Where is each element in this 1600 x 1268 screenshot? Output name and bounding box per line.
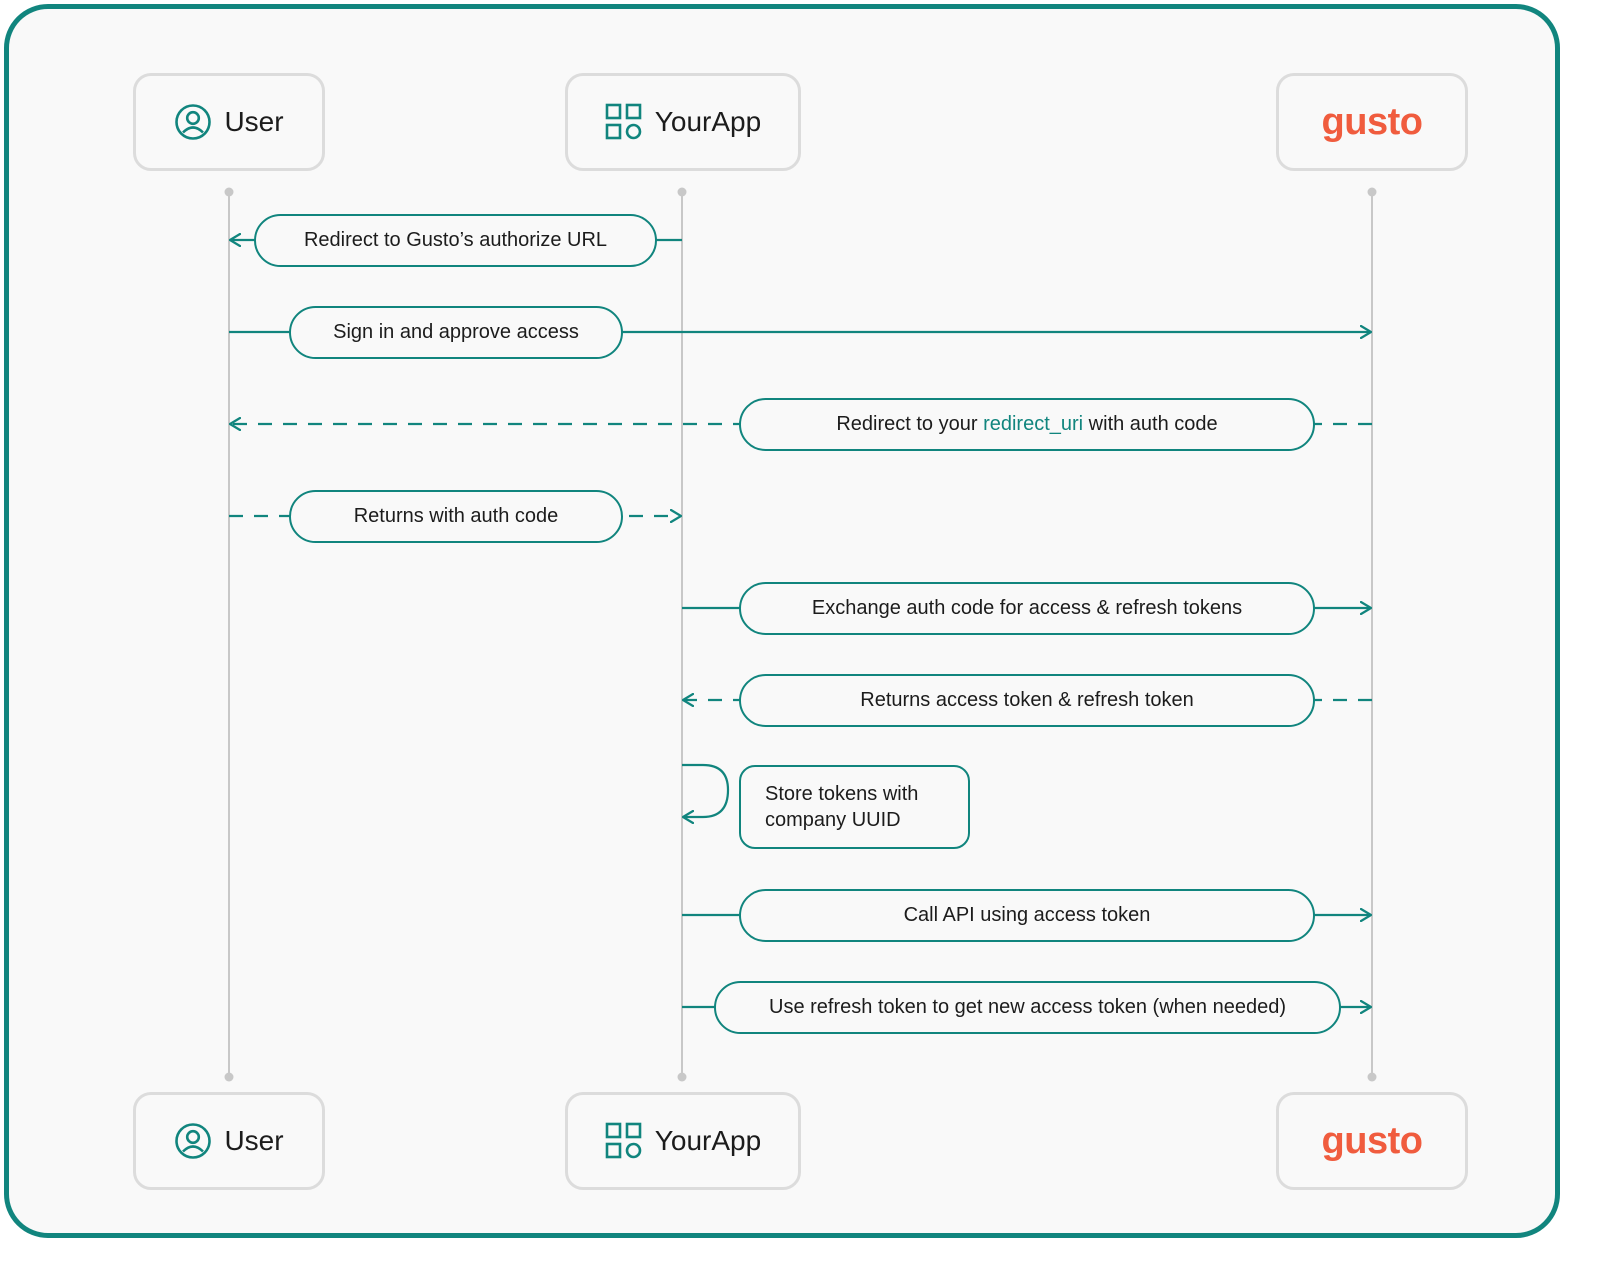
redirect-uri-highlight: redirect_uri [983, 413, 1084, 435]
actor-gusto-bottom: gusto [1276, 1092, 1468, 1190]
actor-user-top: User [133, 73, 325, 171]
actor-gusto-top: gusto [1276, 73, 1468, 171]
message-store-tokens: Store tokens with company UUID [739, 765, 970, 849]
message-text-before: Redirect to your [836, 413, 984, 435]
gusto-logo: gusto [1321, 100, 1423, 143]
gusto-logo: gusto [1321, 1119, 1423, 1162]
actor-label: User [224, 106, 284, 137]
message-redirect-authorize: Redirect to Gusto’s authorize URL [254, 214, 657, 267]
message-call-api: Call API using access token [739, 889, 1315, 942]
actor-yourapp-top: YourApp [565, 73, 801, 171]
message-refresh-token: Use refresh token to get new access toke… [714, 981, 1341, 1034]
user-circle-icon [175, 1123, 212, 1159]
app-grid-icon [605, 1122, 642, 1159]
message-redirect-uri: Redirect to your redirect_uri with auth … [739, 398, 1315, 451]
actor-label: User [224, 1125, 284, 1156]
message-text: Redirect to Gusto’s authorize URL [303, 229, 608, 251]
actor-label: YourApp [654, 1125, 762, 1156]
lifeline-user [224, 187, 234, 1082]
message-text: Returns access token & refresh token [860, 689, 1194, 711]
message-returns-tokens: Returns access token & refresh token [739, 674, 1315, 727]
message-text-line1: Store tokens with [765, 783, 919, 805]
arrow-7-self-loop [682, 763, 730, 817]
message-text: Use refresh token to get new access toke… [769, 996, 1286, 1018]
message-text-after: with auth code [1083, 413, 1218, 435]
message-text: Call API using access token [903, 904, 1151, 926]
message-sign-in: Sign in and approve access [289, 306, 623, 359]
actor-label: YourApp [654, 106, 762, 137]
message-exchange-tokens: Exchange auth code for access & refresh … [739, 582, 1315, 635]
lifeline-gusto [1367, 187, 1377, 1082]
message-text: Returns with auth code [353, 505, 559, 527]
message-returns-auth-code: Returns with auth code [289, 490, 623, 543]
actor-user-bottom: User [133, 1092, 325, 1190]
message-text-line2: company UUID [765, 809, 901, 831]
message-text: Exchange auth code for access & refresh … [811, 597, 1243, 619]
app-grid-icon [605, 103, 642, 140]
user-circle-icon [175, 104, 212, 140]
lifeline-yourapp [677, 187, 687, 1082]
message-text: Sign in and approve access [333, 321, 579, 343]
actor-yourapp-bottom: YourApp [565, 1092, 801, 1190]
